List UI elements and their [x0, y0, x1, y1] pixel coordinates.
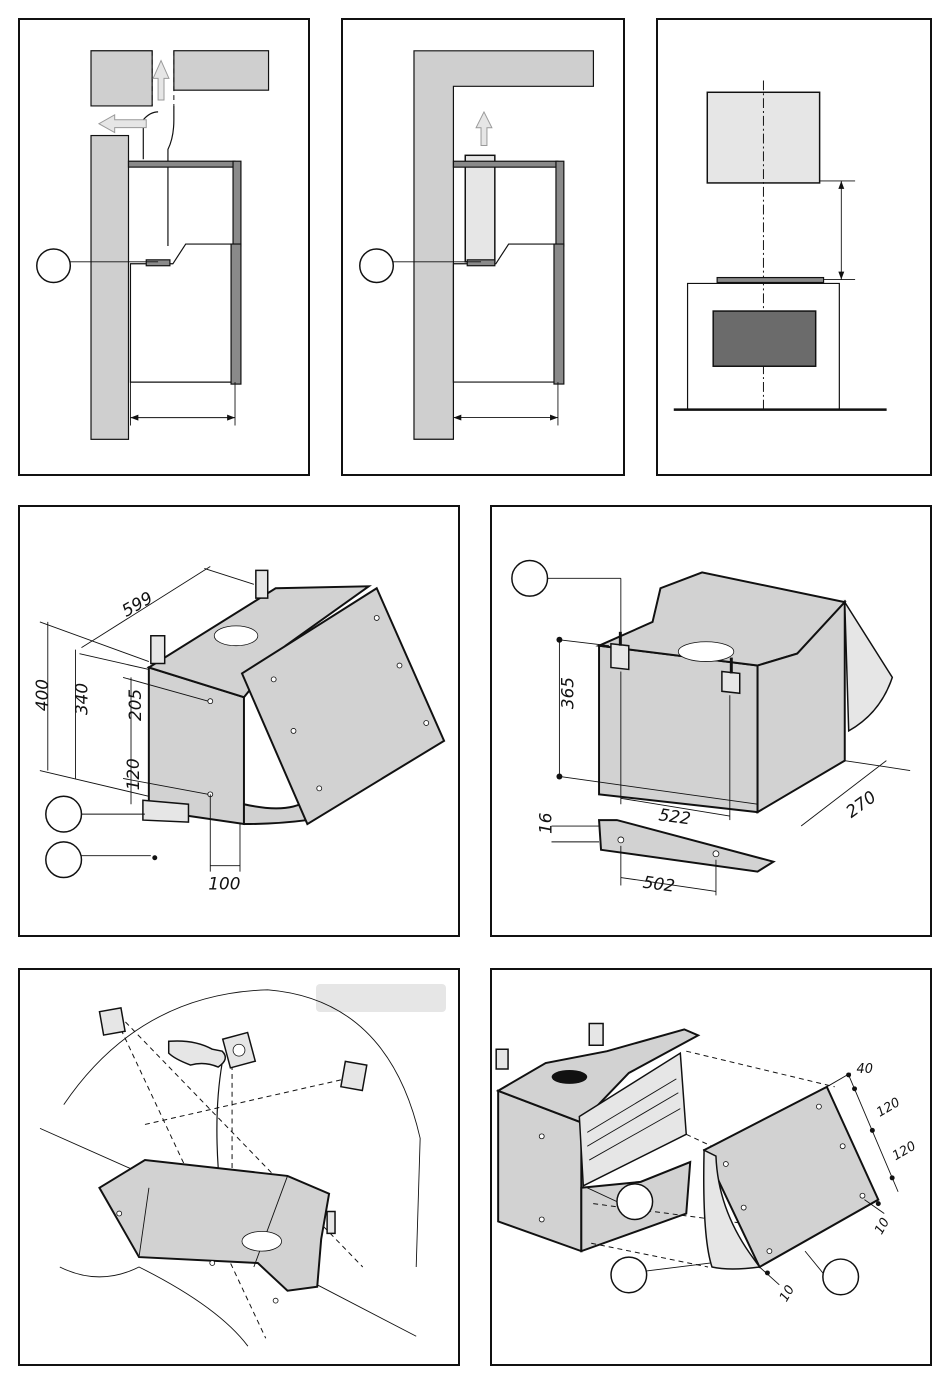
callout-screw	[46, 842, 82, 878]
dim-10-right: 10	[872, 1216, 893, 1238]
callout-bracket	[512, 561, 548, 597]
dim-270: 270	[842, 787, 880, 822]
dim-599: 599	[118, 587, 156, 620]
bottom-rail	[143, 800, 189, 822]
dim-400: 400	[32, 679, 52, 711]
dim-10-bottom: 10	[777, 1283, 798, 1305]
dim-340: 340	[71, 683, 91, 715]
wall	[91, 136, 128, 440]
figure-duct-outlet-ceiling	[341, 18, 625, 476]
figure-duct-outlet-wall	[18, 18, 310, 476]
dim-120: 120	[123, 758, 143, 790]
figure-mounting-height	[656, 18, 932, 476]
hood-bottom-view	[99, 1160, 329, 1291]
wall-ceiling	[414, 51, 593, 439]
oven-window	[713, 311, 815, 366]
hand	[169, 1041, 226, 1067]
socket-left	[99, 1008, 125, 1035]
duct	[465, 155, 495, 261]
hood-rear-face	[599, 646, 758, 812]
callout-1	[360, 249, 394, 283]
callout-filter	[617, 1184, 653, 1220]
hob	[717, 278, 823, 283]
callout-front-panel	[823, 1259, 859, 1295]
dim-502: 502	[642, 872, 677, 896]
socket-right	[341, 1061, 367, 1090]
dim-100: 100	[208, 873, 240, 893]
duct	[143, 106, 174, 246]
figure-dimensions-front: 599 400 340 205 120 100	[18, 505, 460, 937]
dim-16: 16	[535, 813, 555, 834]
callout-1	[37, 249, 71, 283]
dim-365: 365	[557, 677, 577, 709]
dim-40: 40	[857, 1062, 873, 1077]
dim-120-a: 120	[874, 1095, 903, 1120]
dim-120-b: 120	[890, 1139, 919, 1164]
dim-205: 205	[125, 689, 145, 721]
ceiling-slab-left	[91, 51, 152, 106]
figure-electrical-connection	[18, 968, 460, 1366]
callout-panel-curve	[611, 1257, 647, 1293]
dim-522: 522	[658, 804, 693, 828]
callout-bracket	[46, 796, 82, 832]
figure-front-panel-mounting: 40 120 120 10 10	[490, 968, 932, 1366]
figure-dimensions-rear: 365 522 270 502 16	[490, 505, 932, 937]
ceiling-slab-right	[174, 51, 269, 90]
